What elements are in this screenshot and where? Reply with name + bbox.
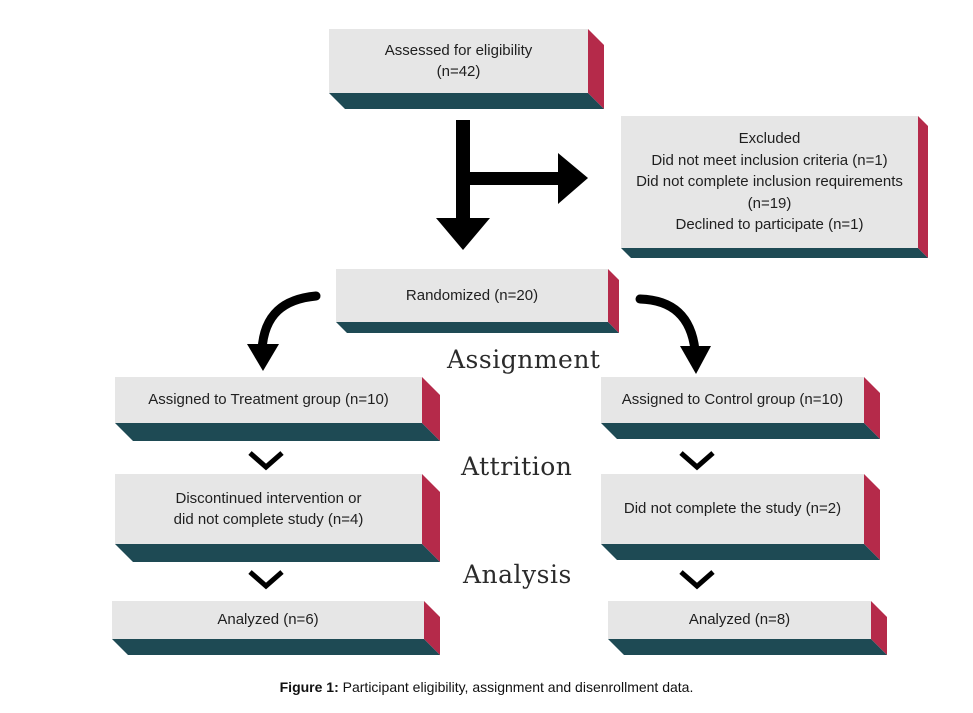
branch-arrow-shaft bbox=[470, 172, 562, 185]
treatment-attrition-line-2: did not complete study (n=4) bbox=[173, 511, 364, 528]
randomized-face: Randomized (n=20) bbox=[336, 269, 608, 322]
box-side-edge bbox=[918, 116, 928, 258]
control-face: Assigned to Control group (n=10) bbox=[601, 377, 864, 423]
box-bottom-edge bbox=[115, 423, 440, 441]
control-attrition-line-1: Did not complete the study (n=2) bbox=[623, 500, 842, 518]
control-line-1: Assigned to Control group (n=10) bbox=[621, 391, 844, 409]
chevron-down-icon bbox=[679, 451, 715, 471]
treatment-face: Assigned to Treatment group (n=10) bbox=[115, 377, 422, 423]
chevron-down-icon bbox=[679, 570, 715, 590]
excluded-line-2: Did not meet inclusion criteria (n=1) bbox=[651, 151, 888, 169]
assessed-line-1: Assessed for eligibility bbox=[384, 41, 533, 59]
treatment-analyzed-box-edges bbox=[112, 601, 440, 655]
excluded-box-edges bbox=[621, 116, 928, 258]
box-side-edge bbox=[608, 269, 619, 333]
treatment-attrition-line-1: Discontinued intervention or bbox=[175, 489, 362, 507]
randomized-line-1: Randomized (n=20) bbox=[405, 286, 539, 304]
assessed-line-2: (n=42) bbox=[436, 63, 481, 80]
right-arrowhead bbox=[558, 153, 588, 204]
box-side-edge bbox=[422, 474, 440, 562]
exclusion-arrow bbox=[436, 120, 588, 250]
box-side-edge bbox=[864, 474, 880, 560]
box-bottom-edge bbox=[336, 322, 619, 333]
control-box-edges bbox=[601, 377, 880, 439]
figure-caption: Figure 1: Participant eligibility, assig… bbox=[0, 679, 973, 695]
chevrons bbox=[248, 451, 715, 590]
control-attrition-box-edges bbox=[601, 474, 880, 560]
box-bottom-edge bbox=[601, 544, 880, 560]
stage-label-attrition: Attrition bbox=[461, 452, 573, 481]
treatment-analyzed-line-1: Analyzed (n=6) bbox=[217, 611, 319, 629]
box-side-edge bbox=[871, 601, 887, 655]
chevron-down-icon bbox=[248, 570, 284, 590]
curved-arrow-left bbox=[257, 291, 321, 355]
caption-label: Figure 1: bbox=[279, 679, 339, 695]
treatment-analyzed-face: Analyzed (n=6) bbox=[112, 601, 424, 639]
box-bottom-edge bbox=[329, 93, 604, 109]
curved-arrow-right-head bbox=[680, 346, 711, 374]
chevron-down-icon bbox=[248, 451, 284, 471]
excluded-line-1: Excluded bbox=[738, 130, 801, 148]
control-analyzed-face: Analyzed (n=8) bbox=[608, 601, 871, 639]
treatment-attrition-box-edges bbox=[115, 474, 440, 562]
box-side-edge bbox=[864, 377, 880, 439]
excluded-line-4: (n=19) bbox=[747, 194, 792, 212]
box-bottom-edge bbox=[112, 639, 440, 655]
box-side-edge bbox=[422, 377, 440, 441]
control-attrition-face: Did not complete the study (n=2) bbox=[601, 474, 864, 544]
stage-label-analysis: Analysis bbox=[463, 560, 572, 589]
treatment-attrition-face: Discontinued intervention or did not com… bbox=[115, 474, 422, 544]
curved-arrow-right bbox=[635, 294, 700, 355]
treatment-line-1: Assigned to Treatment group (n=10) bbox=[148, 391, 389, 409]
caption-text: Participant eligibility, assignment and … bbox=[342, 679, 694, 695]
randomized-box-edges bbox=[336, 269, 619, 333]
control-analyzed-line-1: Analyzed (n=8) bbox=[688, 611, 791, 629]
box-bottom-edge bbox=[115, 544, 440, 562]
excluded-line-5: Declined to participate (n=1) bbox=[675, 216, 864, 234]
stage-label-assignment: Assignment bbox=[447, 345, 601, 374]
assessed-box-edges bbox=[329, 29, 604, 109]
curved-arrow-left-head bbox=[247, 344, 279, 371]
treatment-box-edges bbox=[115, 377, 440, 441]
down-arrowhead bbox=[436, 218, 490, 250]
box-bottom-edge bbox=[608, 639, 887, 655]
control-analyzed-box-edges bbox=[608, 601, 887, 655]
box-bottom-edge bbox=[601, 423, 880, 439]
box-side-edge bbox=[588, 29, 604, 109]
assessed-face: Assessed for eligibility (n=42) bbox=[329, 29, 588, 93]
box-side-edge bbox=[424, 601, 440, 655]
excluded-face: Excluded Did not meet inclusion criteria… bbox=[621, 116, 918, 248]
main-arrow-shaft bbox=[456, 120, 470, 224]
box-bottom-edge bbox=[621, 248, 928, 258]
excluded-line-3: Did not complete inclusion requirements bbox=[636, 173, 903, 191]
